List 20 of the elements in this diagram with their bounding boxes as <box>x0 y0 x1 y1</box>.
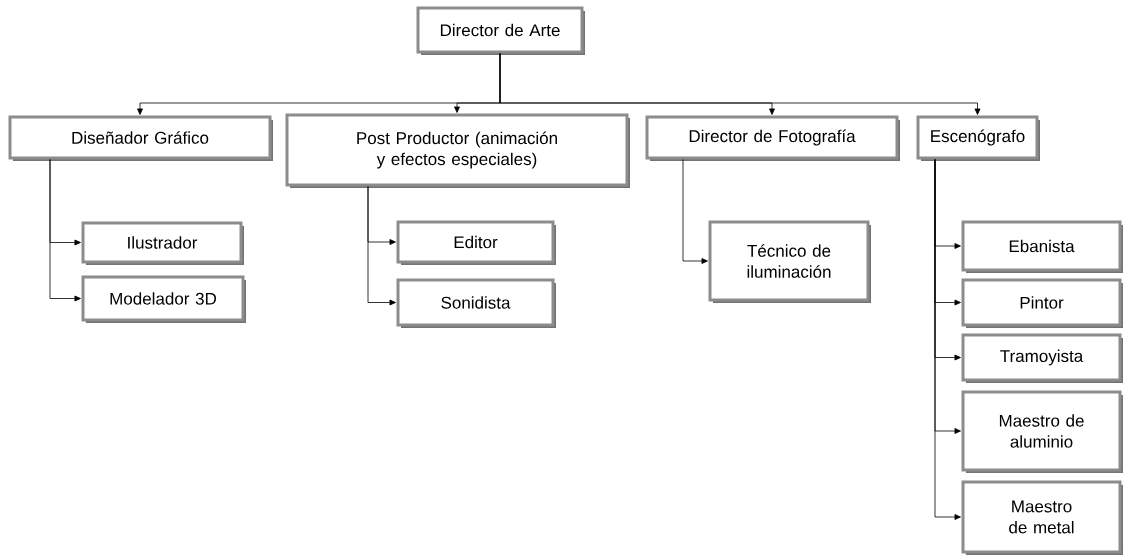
arrow <box>499 53 981 115</box>
role-box: Director de Arte <box>416 6 585 55</box>
role-box: Editor <box>396 220 556 265</box>
arrow <box>49 159 81 302</box>
arrow <box>367 186 396 306</box>
role-box: Diseñador Gráfico <box>8 115 273 161</box>
role-box: Ebanista <box>961 220 1123 273</box>
role-box: Escenógrafo <box>916 115 1040 161</box>
role-box: Tramoyista <box>961 333 1123 383</box>
role-box: Ilustrador <box>81 221 244 265</box>
arrow <box>682 159 708 264</box>
role-box: Sonidista <box>396 278 556 328</box>
role-box: Técnico de iluminación <box>708 220 871 303</box>
role-box: Maestro de metal <box>961 480 1123 555</box>
role-box: Modelador 3D <box>81 275 246 323</box>
role-box: Post Productor (animación y efectos especiales) <box>285 113 630 188</box>
role-box: Pintor <box>961 278 1123 328</box>
role-box: Director de Fotografía <box>645 115 900 161</box>
arrow <box>934 159 961 520</box>
role-box: Maestro de aluminio <box>961 390 1123 473</box>
